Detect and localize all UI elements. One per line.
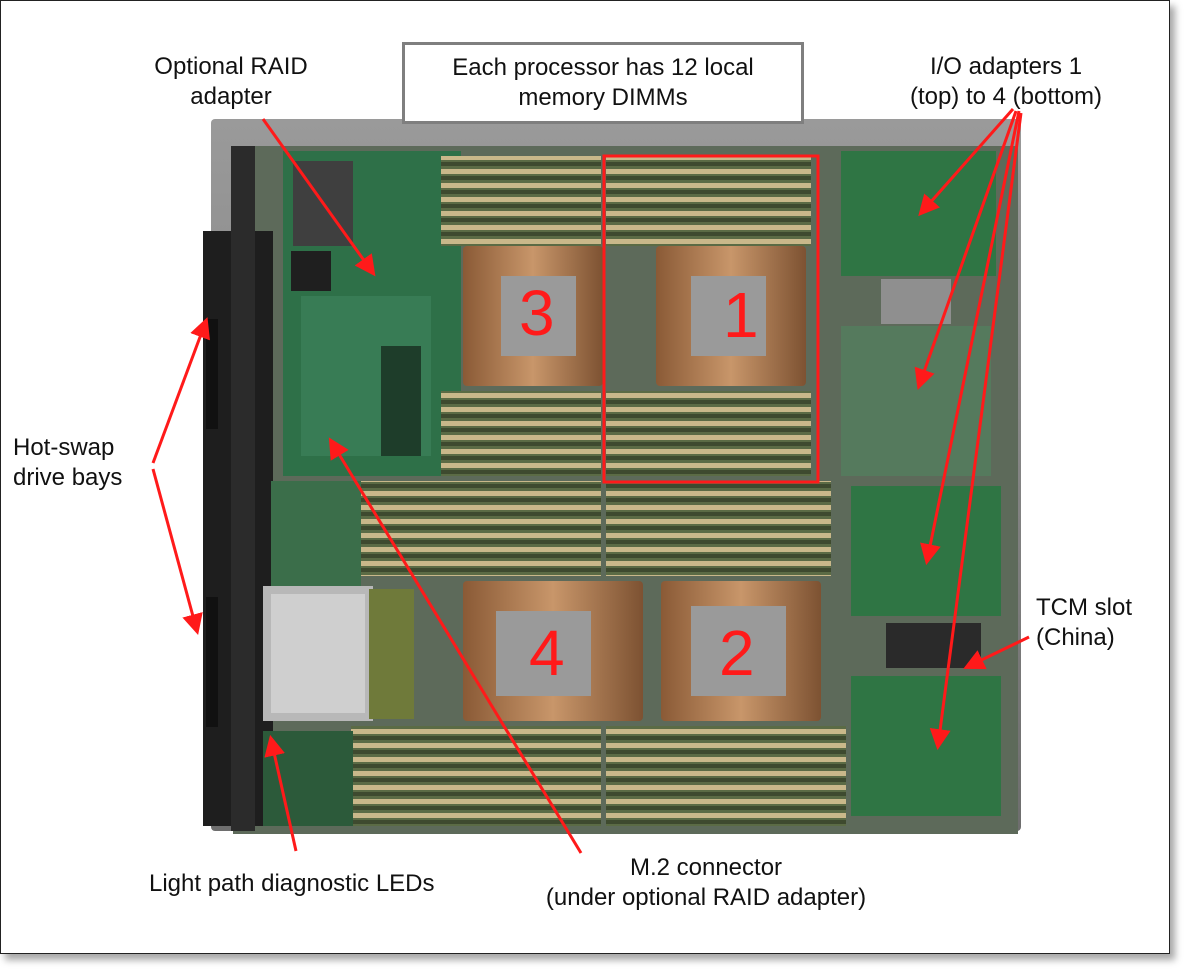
processor-number-3: 3: [519, 277, 555, 349]
arrow-raid: [261, 118, 376, 277]
arrow-lightpath: [264, 734, 298, 852]
label-m2-connector: M.2 connector (under optional RAID adapt…: [545, 854, 867, 911]
label-io-adapters: I/O adapters 1 (top) to 4 (bottom): [909, 53, 1103, 110]
drive-bay-cage: [263, 586, 373, 721]
arrow-tcm: [963, 635, 1030, 670]
arrow-io-4: [929, 112, 1023, 751]
processor-number-4: 4: [529, 617, 565, 689]
front-bezel: [203, 146, 273, 831]
label-light-path-diagnostic-leds: Light path diagnostic LEDs: [149, 870, 435, 897]
arrow-hotswap-top: [151, 317, 210, 464]
server-board-photo: [151, 108, 1030, 854]
processor-memory-highlight-box: [602, 154, 820, 484]
callout-arrows: [151, 108, 1030, 854]
arrow-hotswap-bottom: [151, 468, 203, 636]
processor-number-1: 1: [723, 279, 759, 351]
arrow-io-1: [918, 108, 1015, 217]
processor-number-2: 2: [719, 617, 755, 689]
dimm-banks: [351, 156, 846, 826]
light-path-panel: [263, 731, 353, 826]
arrow-io-2: [914, 110, 1018, 390]
label-tcm-slot: TCM slot (China): [1036, 594, 1132, 651]
io-adapters: [841, 151, 1001, 816]
cpu-heatsinks: [463, 246, 821, 721]
arrow-m2: [328, 437, 583, 854]
figure-frame: Each processor has 12 local memory DIMMs…: [0, 0, 1170, 954]
m2-slot-area: [369, 589, 414, 719]
label-optional-raid-adapter: Optional RAID adapter: [154, 53, 308, 110]
arrow-io-3: [920, 110, 1021, 566]
label-hot-swap-drive-bays: Hot-swap drive bays: [13, 434, 123, 491]
lower-left-board: [271, 481, 361, 586]
raid-adapter-card: [283, 151, 461, 476]
dimm-callout-box: Each processor has 12 local memory DIMMs: [402, 42, 804, 124]
